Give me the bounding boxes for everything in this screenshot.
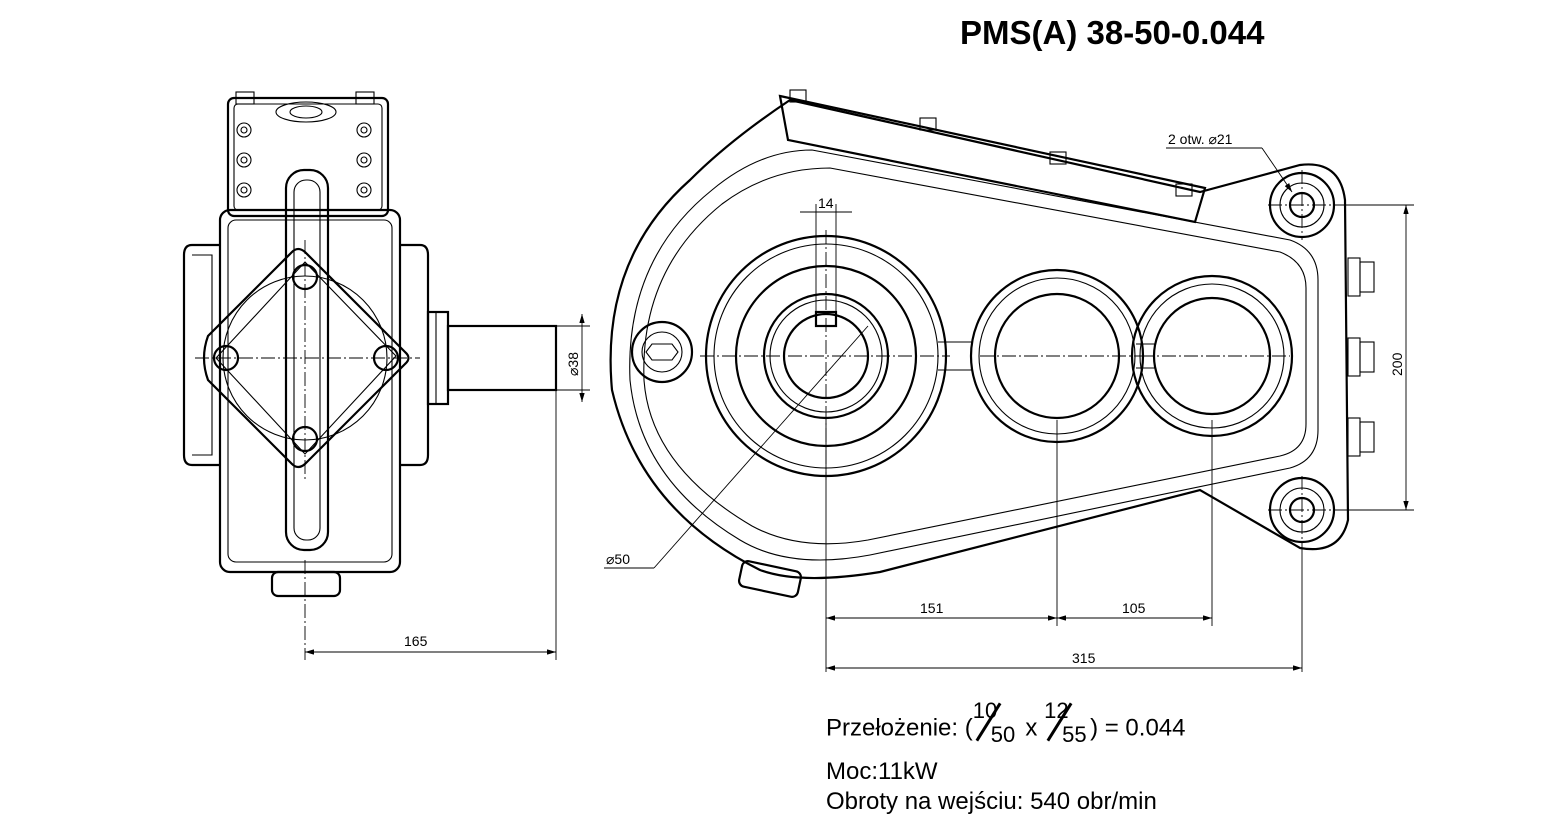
side-view-dimensions (305, 314, 590, 660)
dim-keyway-width: 14 (818, 195, 834, 211)
dim-dist-2: 105 (1122, 600, 1146, 616)
dim-dist-1: 151 (920, 600, 944, 616)
dim-shaft-dia: ⌀38 (565, 352, 581, 376)
front-view (609, 89, 1375, 598)
side-view (182, 91, 558, 660)
ratio-result: ) = 0.044 (1090, 714, 1186, 742)
dim-bore-dia: ⌀50 (606, 551, 630, 567)
power-spec: Moc:11kW (826, 758, 938, 785)
front-view-dimensions (604, 147, 1414, 672)
ratio-denominator-2: 55 (1062, 722, 1087, 747)
drawing-title: PMS(A) 38-50-0.044 (960, 14, 1265, 51)
dim-side-length: 165 (404, 633, 428, 649)
input-speed-spec: Obroty na wejściu: 540 obr/min (826, 788, 1157, 815)
ratio-prefix: Przełożenie: ( (826, 714, 973, 742)
dim-total-length: 315 (1072, 650, 1096, 666)
ratio-times: x (1018, 714, 1045, 742)
dim-height: 200 (1389, 352, 1405, 376)
dim-holes: 2 otw. ⌀21 (1168, 131, 1233, 147)
ratio-denominator-1: 50 (990, 722, 1016, 747)
